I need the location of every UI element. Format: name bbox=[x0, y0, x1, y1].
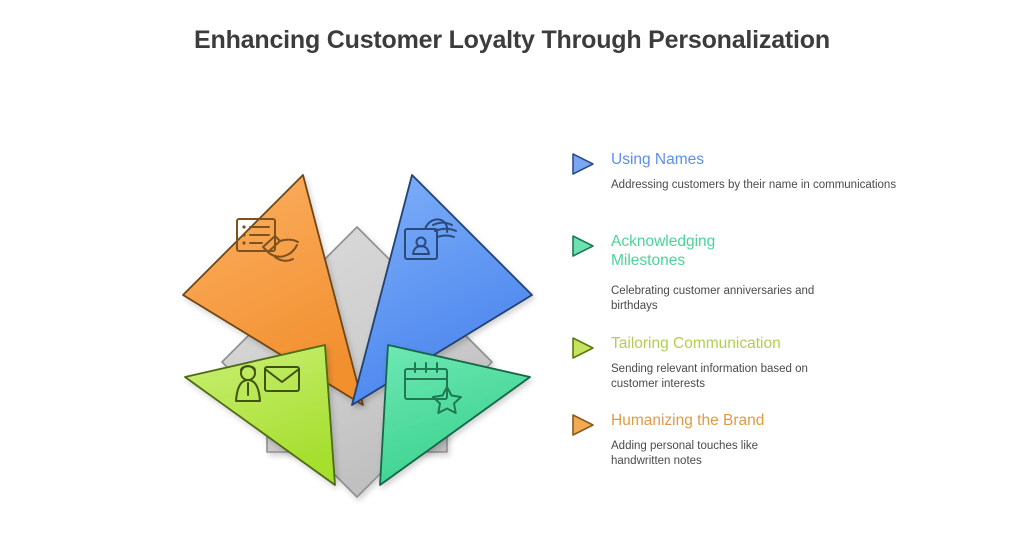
hand-name-badge-icon bbox=[404, 218, 457, 260]
play-triangle-icon bbox=[572, 235, 594, 257]
hand-writing-note-icon bbox=[236, 218, 299, 262]
legend-head: Humanizing the Brand bbox=[566, 411, 966, 436]
legend-head: Acknowledging Milestones bbox=[566, 232, 966, 270]
play-triangle-icon bbox=[572, 153, 594, 175]
legend-head: Tailoring Communication bbox=[566, 334, 966, 359]
legend-title: Tailoring Communication bbox=[611, 335, 781, 352]
legend-title: Humanizing the Brand bbox=[611, 412, 765, 429]
legend-description: Celebrating customer anniversaries and b… bbox=[611, 285, 815, 312]
legend-description: Addressing customers by their name in co… bbox=[611, 179, 897, 191]
wedge-tailoring[interactable] bbox=[184, 344, 336, 486]
legend-item-acknowledging-milestones[interactable]: Acknowledging Milestones Celebrating cus… bbox=[566, 232, 966, 313]
wedge-milestones[interactable] bbox=[379, 344, 531, 486]
page-title: Enhancing Customer Loyalty Through Perso… bbox=[194, 26, 830, 54]
legend-head: Using Names bbox=[566, 150, 966, 175]
legend-title: Acknowledging Milestones bbox=[611, 233, 716, 269]
infographic-diagram bbox=[175, 155, 540, 505]
play-triangle-icon bbox=[572, 337, 594, 359]
legend-item-using-names[interactable]: Using Names Addressing customers by thei… bbox=[566, 150, 966, 193]
legend-description: Adding personal touches like handwritten… bbox=[611, 440, 759, 467]
calendar-star-icon bbox=[404, 362, 462, 414]
play-triangle-icon bbox=[572, 414, 594, 436]
diagram-svg bbox=[182, 174, 533, 498]
legend-item-humanizing-the-brand[interactable]: Humanizing the Brand Adding personal tou… bbox=[566, 411, 966, 468]
person-envelope-icon bbox=[235, 365, 300, 402]
legend-title: Using Names bbox=[611, 151, 705, 168]
legend-item-tailoring-communication[interactable]: Tailoring Communication Sending relevant… bbox=[566, 334, 966, 391]
legend-description: Sending relevant information based on cu… bbox=[611, 363, 808, 390]
